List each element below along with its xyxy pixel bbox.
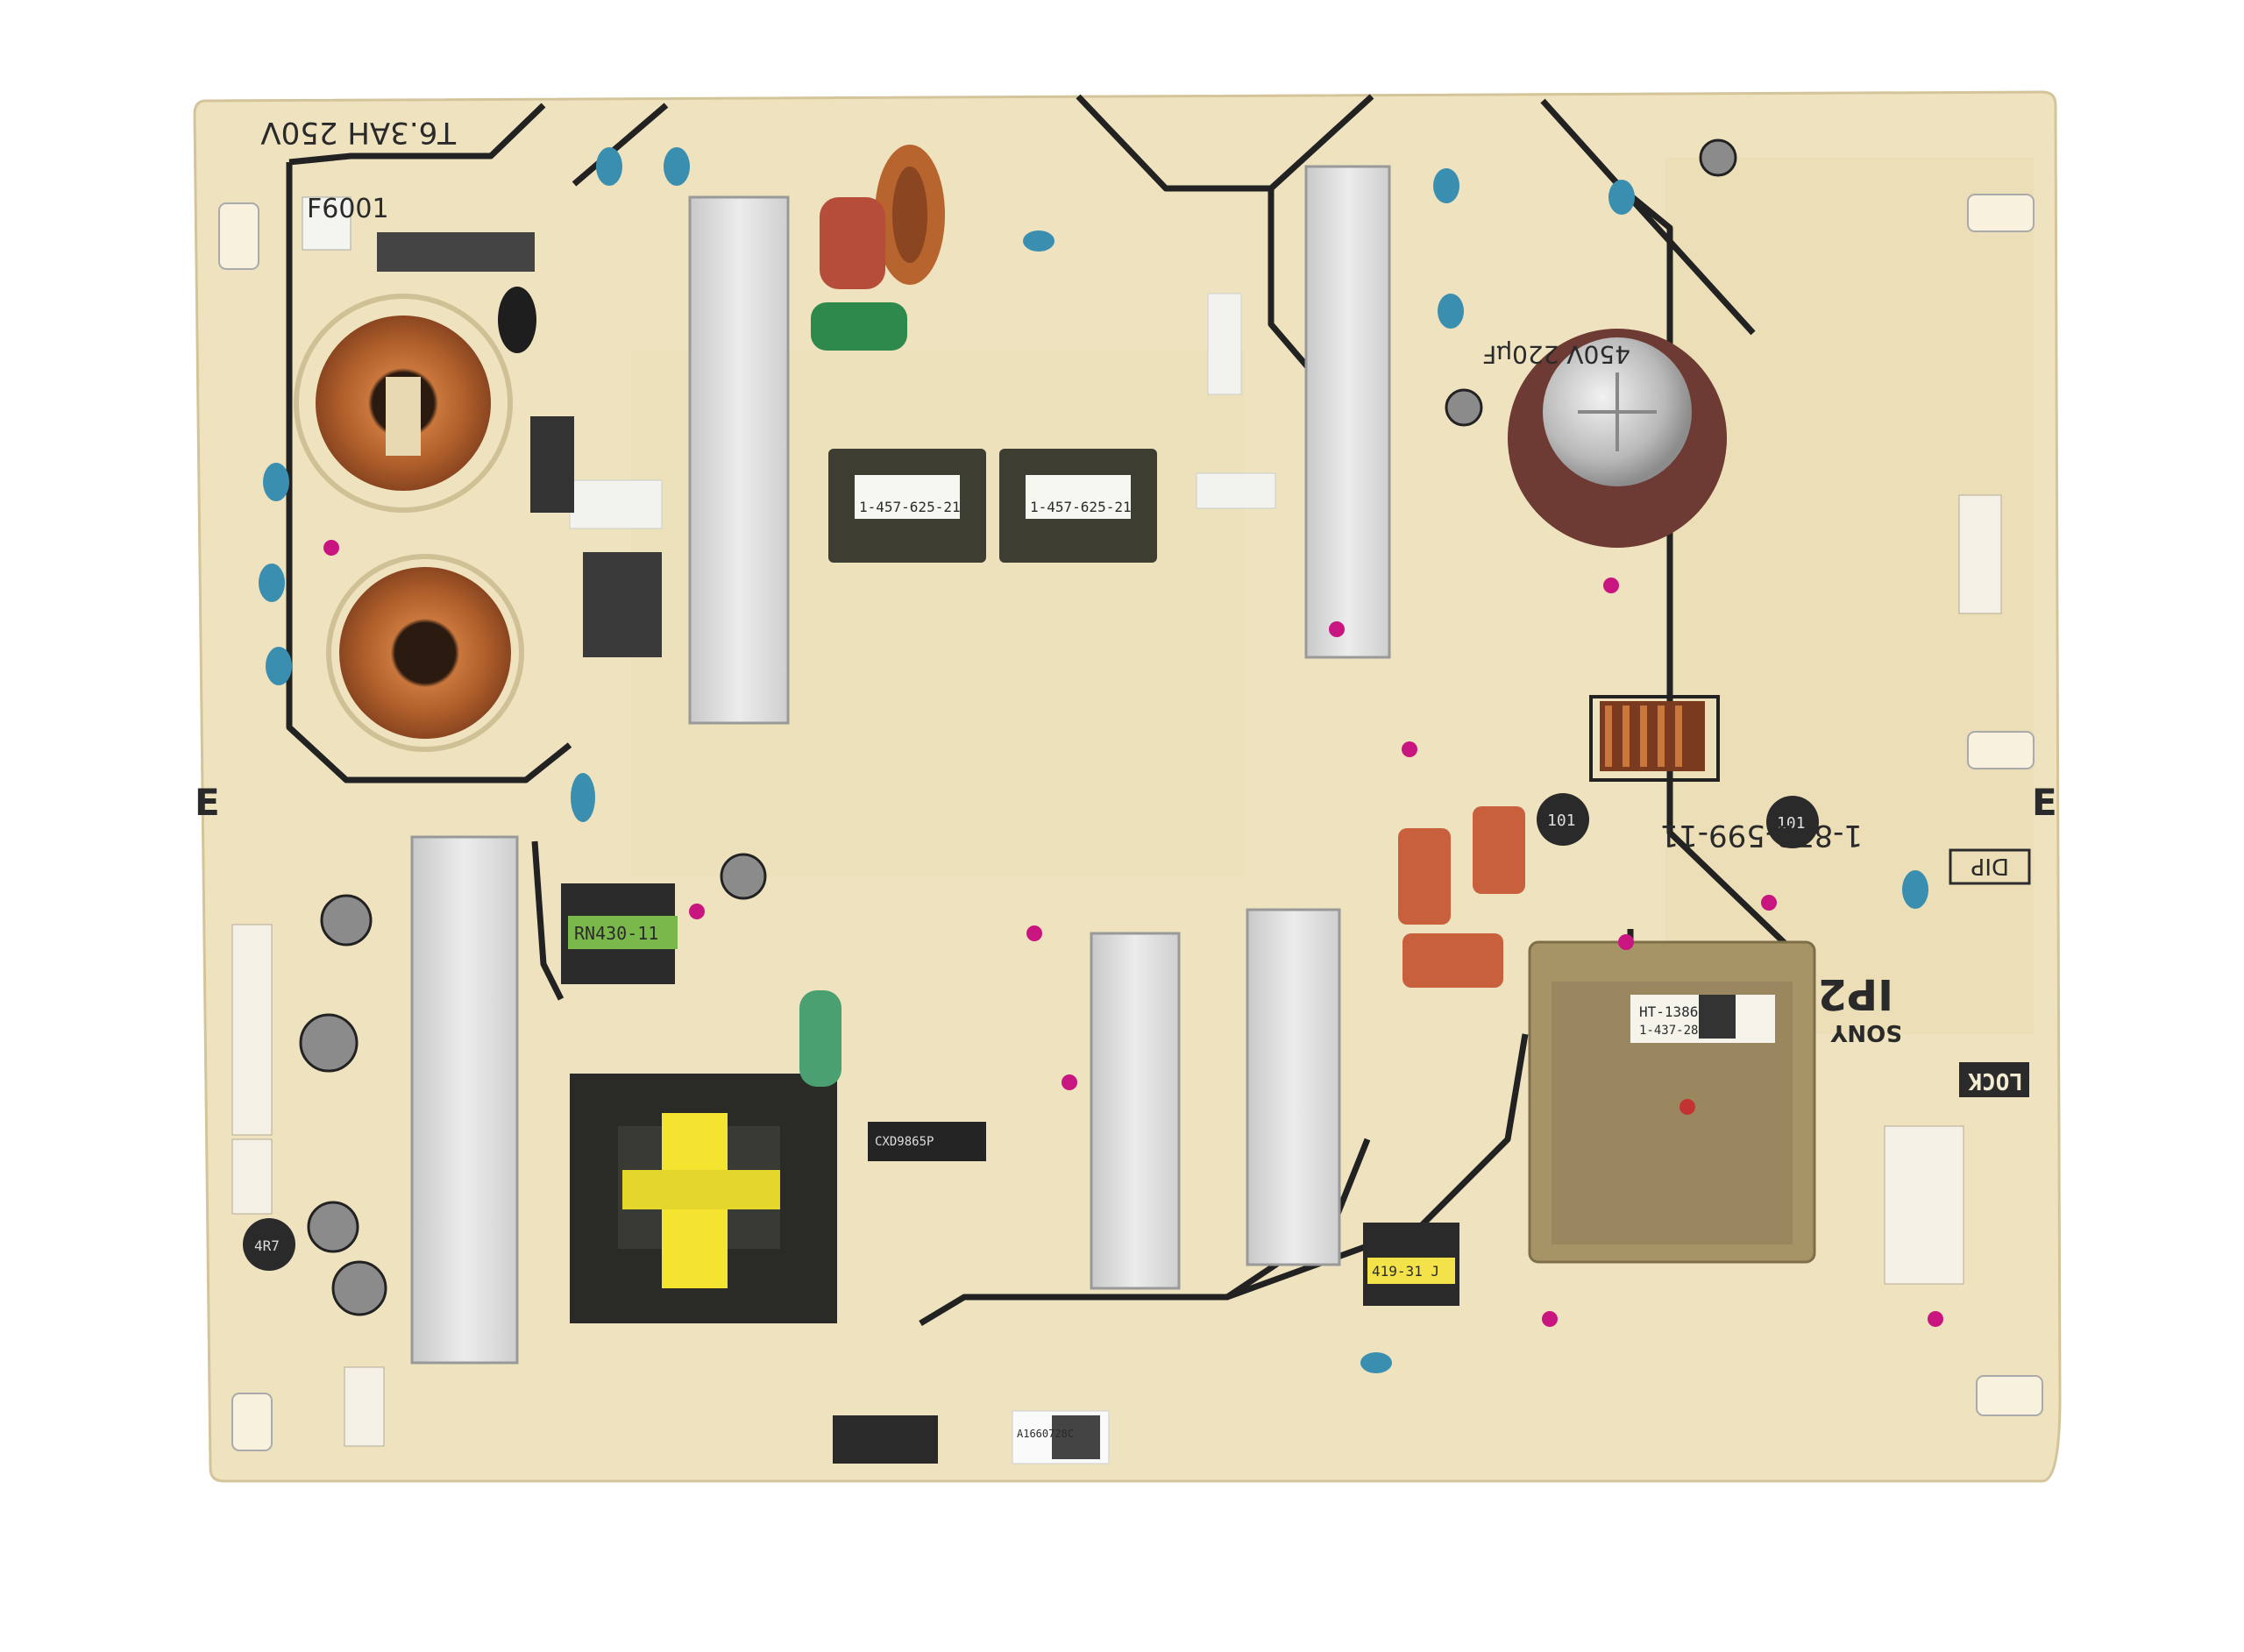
connector-left-main — [231, 924, 273, 1136]
board-model-mark: IP2 — [1818, 969, 1893, 1018]
film-capacitor-red-3 — [1402, 933, 1503, 988]
heatsink-bottom-center — [1090, 932, 1181, 1290]
brand-mark: SONY — [1829, 1019, 1902, 1046]
connector-right-top — [1958, 494, 2002, 614]
choke-4r7: 4R7 — [243, 1218, 295, 1271]
ceramic-capacitors-blue — [259, 147, 1928, 1373]
inspection-marks — [323, 540, 1943, 1327]
dip-label-text: DIP — [1971, 853, 2009, 879]
connector-left-small — [231, 1138, 273, 1215]
film-capacitor-red-top — [820, 197, 885, 289]
connector-right-lock — [1884, 1125, 1964, 1285]
main-electrolytic-capacitor: 450V 220μF — [1482, 329, 1727, 548]
connector-bottom-left — [344, 1366, 385, 1447]
edge-mark-left: E — [195, 781, 220, 824]
choke-right — [1589, 695, 1720, 782]
small-capacitor-2-label: 101 — [1777, 814, 1806, 833]
film-capacitor-green — [811, 302, 907, 351]
small-capacitor-1-label: 101 — [1547, 812, 1576, 830]
filter-choke-label: 419-31 J — [1372, 1263, 1439, 1280]
fuse-rating: T6.3AH 250V — [260, 115, 457, 150]
main-transformer: HT-1386 /M 1-437-282-23 — [1528, 940, 1816, 1264]
filter-choke: 419-31 J — [1363, 1223, 1459, 1306]
fuse-holder — [377, 232, 535, 272]
film-capacitor-red-2 — [1473, 806, 1525, 894]
barcode-label — [833, 1415, 938, 1464]
transformer-left-1-label: 1-457-625-21 — [859, 499, 961, 515]
film-capacitor-red-1 — [1398, 828, 1451, 925]
toroid-coil-small — [875, 145, 945, 285]
relay-bottom — [583, 552, 662, 657]
lock-label-text: LOCK — [1968, 1067, 2023, 1094]
lock-label: LOCK — [1959, 1062, 2029, 1097]
heatsink-top-right — [1304, 165, 1391, 659]
fuse-ref: F6001 — [307, 194, 389, 224]
resistor-block-mid — [1196, 472, 1276, 509]
small-capacitor-2: 101 — [1766, 796, 1819, 848]
relay-rn430-label: RN430-11 — [574, 923, 658, 944]
qr-code-main — [1699, 995, 1736, 1039]
transformer-left-1: 1-457-625-21 — [828, 449, 986, 563]
film-capacitor-green-bottom — [799, 990, 842, 1087]
choke-4r7-label: 4R7 — [254, 1237, 280, 1254]
edge-mark-right: E — [2032, 781, 2057, 824]
ac-inlet-connector — [302, 196, 352, 251]
relay-top — [530, 416, 574, 513]
varistor-black — [498, 287, 536, 353]
ic-chip: CXD9865P — [868, 1122, 986, 1161]
heatsink-bottom-right — [1246, 908, 1341, 1266]
heatsink-bottom-left — [410, 835, 519, 1365]
resistor-block-left — [569, 479, 663, 529]
serial-sticker-code: A1660728C — [1017, 1428, 1074, 1440]
board-part-number: 1-878-599-11 — [1660, 818, 1864, 853]
small-capacitor-1: 101 — [1537, 793, 1589, 846]
transformer-left-2-label: 1-457-625-21 — [1030, 499, 1132, 515]
toroid-coil-bottom — [326, 554, 524, 752]
toroid-coil-top — [294, 294, 513, 513]
electrolytic-capacitors — [299, 138, 1737, 1316]
ic-chip-label: CXD9865P — [875, 1135, 934, 1149]
transformer-left-2: 1-457-625-21 — [999, 449, 1157, 563]
heatsink-top-left — [688, 195, 790, 725]
transformer-yellow-tape — [570, 1074, 837, 1323]
relay-rn430: RN430-11 — [561, 883, 678, 984]
main-cap-rating: 450V 220μF — [1482, 340, 1630, 369]
resistor-block-top — [1207, 293, 1242, 395]
serial-sticker: A1660728C — [1012, 1410, 1110, 1464]
dip-label: DIP — [1949, 848, 2031, 885]
mounting-holes — [218, 194, 2043, 1451]
